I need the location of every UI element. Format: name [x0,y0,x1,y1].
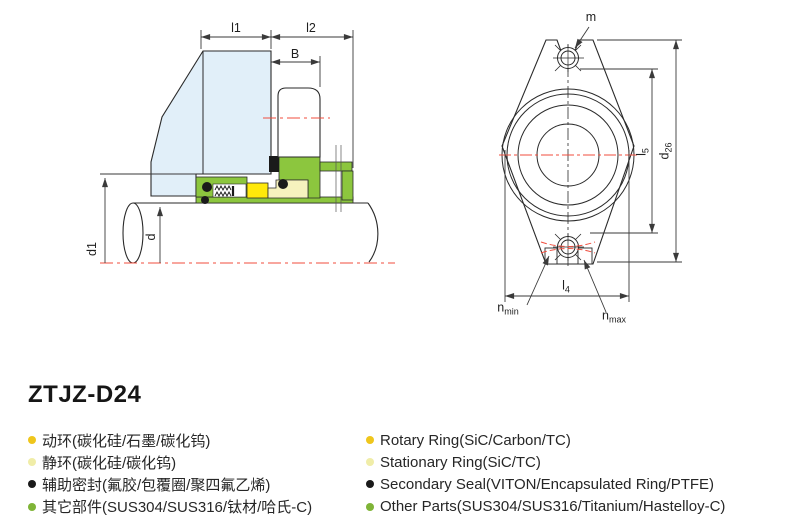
legend-item-label: Stationary Ring(SiC/TC) [380,453,541,471]
legend-item: 静环(碳化硅/碳化钨) [28,451,358,473]
bullet-rotary-ring-icon [28,436,36,445]
dim-label-d26: d26 [657,142,674,160]
legend-english: Rotary Ring(SiC/Carbon/TC) Stationary Ri… [366,429,796,518]
legend-item-label: 静环(碳化硅/碳化钨) [42,454,177,472]
legend-item: Other Parts(SUS304/SUS316/Titanium/Haste… [366,496,796,518]
side-view-dimensions [102,30,354,263]
o-ring-square [269,156,279,172]
dim-label-l2: l2 [306,20,316,35]
gland-bolt-lines [335,145,342,212]
dim-label-d1: d1 [84,242,99,256]
slot-swing-arcs [540,241,596,254]
bullet-stationary-ring-icon [366,458,374,467]
legend-item: Stationary Ring(SiC/TC) [366,451,796,473]
legend-item: Secondary Seal(VITON/Encapsulated Ring/P… [366,473,796,495]
legend-item-label: Secondary Seal(VITON/Encapsulated Ring/P… [380,475,715,493]
bullet-rotary-ring-icon [366,436,374,445]
dim-label-m: m [585,9,597,24]
dim-label-nmin: nmin [497,300,519,317]
dim-label-l5: l5 [634,148,651,156]
legend-item-label: Rotary Ring(SiC/Carbon/TC) [380,431,571,449]
legend-item-label: 其它部件(SUS304/SUS316/钛材/哈氏-C) [42,499,313,517]
legend-item: 辅助密封(氟胶/包覆圈/聚四氟乙烯) [28,473,358,495]
dim-label-l4: l4 [562,278,570,295]
legend-chinese: 动环(碳化硅/石墨/碳化钨) 静环(碳化硅/碳化钨) 辅助密封(氟胶/包覆圈/聚… [28,429,358,518]
legend-item: 动环(碳化硅/石墨/碳化钨) [28,429,358,451]
bullet-stationary-ring-icon [28,458,36,467]
springs [214,184,235,198]
dim-label-B: B [290,46,300,61]
bullet-other-parts-icon [366,502,374,511]
bottom-bolt [553,233,584,261]
bullet-other-parts-icon [28,502,36,511]
o-ring [202,182,212,192]
legend-item: 其它部件(SUS304/SUS316/钛材/哈氏-C) [28,496,358,518]
legend-item: Rotary Ring(SiC/Carbon/TC) [366,429,796,451]
dim-label-l1: l1 [231,20,241,35]
bullet-secondary-seal-icon [366,480,374,489]
o-ring [278,179,288,189]
secondary-seals [201,156,288,204]
page-title: ZTJZ-D24 [28,381,142,408]
side-view [100,30,395,264]
seat-retainer [277,87,321,158]
dim-label-d: d [143,233,158,241]
dim-label-nmax: nmax [602,308,626,325]
stationary-ring [267,179,309,199]
o-ring [201,196,209,204]
bullet-secondary-seal-icon [28,480,36,489]
shaft [122,202,379,264]
gland-leg [341,170,354,201]
legend-item-label: 动环(碳化硅/石墨/碳化钨) [42,432,211,450]
gland-plate-section [100,50,272,197]
top-bolt [553,44,584,72]
front-view [499,26,682,313]
rotary-ring [246,182,269,199]
centerlines [100,117,395,264]
front-view-dimensions [504,26,682,313]
legend-item-label: 辅助密封(氟胶/包覆圈/聚四氟乙烯) [42,476,271,494]
legend-item-label: Other Parts(SUS304/SUS316/Titanium/Haste… [380,498,726,516]
spring-pocket [212,183,247,198]
seal-technical-drawing [100,26,682,313]
